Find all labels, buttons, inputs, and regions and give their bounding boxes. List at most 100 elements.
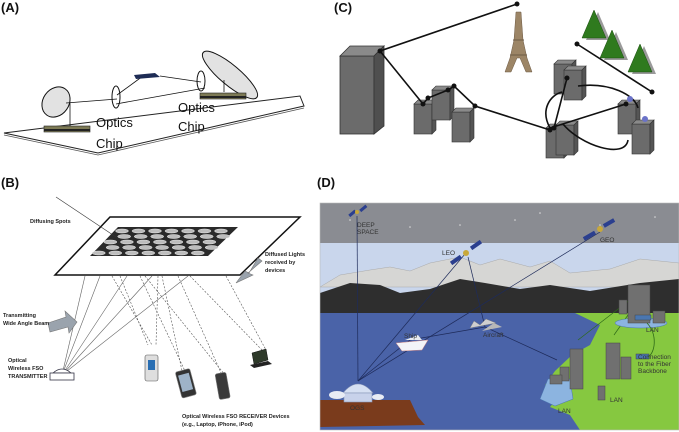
clouds xyxy=(320,256,679,288)
eiffel-tower-icon xyxy=(504,11,533,73)
fiber-line1: Connection xyxy=(638,354,671,361)
building xyxy=(431,85,455,121)
diffusing-spot xyxy=(122,245,136,250)
building xyxy=(555,120,579,156)
fiber-line3: Backbone xyxy=(638,368,667,375)
diffusing-spot xyxy=(197,228,212,234)
diffusing-spot xyxy=(214,228,228,234)
leo-label: LEO xyxy=(442,250,455,257)
transmitter-line2: Wireless FSO xyxy=(8,366,44,372)
fiber-line2: to the Fiber xyxy=(638,361,672,368)
satellite-geo-icon xyxy=(582,218,616,241)
diffusing-spot xyxy=(153,239,167,245)
transmitting-beam-line2: Wide Angle Beam xyxy=(3,321,49,327)
chip-left-line2: Chip xyxy=(96,136,123,151)
diffused-lights-line3: devices xyxy=(265,268,285,274)
diffusing-spot xyxy=(155,245,169,250)
satellite-deep-space-icon xyxy=(348,204,368,218)
diffusing-spot xyxy=(120,239,134,245)
link-nodes xyxy=(377,1,655,133)
board-plane xyxy=(3,95,305,154)
urban-fso-network-diagram xyxy=(339,1,656,159)
diffusing-spot xyxy=(136,239,151,245)
lan-bottom-label: LAN xyxy=(610,397,623,404)
diffusing-spot xyxy=(181,228,195,234)
diffusing-spot xyxy=(125,250,139,256)
diffusing-spot xyxy=(191,250,205,256)
diffusing-spot xyxy=(188,245,202,250)
prism xyxy=(134,73,160,79)
flip-phone-icon xyxy=(215,372,231,400)
chip-right-line1: Optics xyxy=(178,100,215,115)
diffusing-spot xyxy=(183,234,197,239)
ipod-icon xyxy=(144,354,159,382)
laptop-icon xyxy=(250,348,272,368)
building xyxy=(451,107,475,143)
transmit-arrow-icon xyxy=(47,310,78,334)
diffusing-spot xyxy=(164,228,179,234)
diffusing-spot xyxy=(186,239,200,245)
city-buildings xyxy=(539,284,668,407)
diffusing-spot xyxy=(174,250,189,256)
transmitter-icon xyxy=(49,368,75,381)
panel-d-label: (D) xyxy=(317,175,336,190)
diffusing-spot xyxy=(115,228,129,234)
ground-station-icon xyxy=(329,383,384,403)
diffusing-spot xyxy=(166,234,181,239)
mirror-left xyxy=(41,86,71,118)
aircraft-label: Aircraft xyxy=(483,332,504,339)
building xyxy=(563,65,587,101)
transmitter-line1: Optical xyxy=(8,358,27,364)
deep-space-line1: DEEP xyxy=(357,222,375,229)
diffusing-spot xyxy=(108,250,123,256)
diffusing-spot xyxy=(171,245,186,250)
diffusing-spots-label: Diffusing Spots xyxy=(30,219,71,225)
fso-communication-scenario: DEEP SPACE LEO GEO Ship Aircraft OGS LAN… xyxy=(319,202,679,431)
ship-icon xyxy=(395,335,429,352)
receivers-line1: Optical Wireless FSO RECEIVER Devices xyxy=(182,414,290,420)
trees-icon xyxy=(581,9,656,74)
transmitting-beam-line1: Transmitting xyxy=(3,313,36,319)
space-region xyxy=(320,203,679,243)
satellite-leo-icon xyxy=(449,239,483,266)
lan-top-label: LAN xyxy=(646,327,659,334)
mirror-right xyxy=(201,50,259,100)
panel-a: (A) Optics Chip Optics Chip xyxy=(0,0,310,170)
diffusing-spot xyxy=(169,239,184,245)
diffused-lights-line1: Diffused Lights xyxy=(265,252,305,258)
diffused-lights-line2: received by xyxy=(265,260,296,266)
diffusing-spot xyxy=(202,239,217,245)
diffusing-spot xyxy=(133,234,148,239)
lan-mid-label: LAN xyxy=(558,408,571,415)
chip-right-line2: Chip xyxy=(178,119,205,134)
diffusing-spot xyxy=(138,245,153,250)
building xyxy=(631,119,655,155)
diffusing-spot xyxy=(141,250,156,256)
optical-links xyxy=(356,215,601,382)
diffusing-spot xyxy=(148,228,162,234)
chip-left-line1: Optics xyxy=(96,115,133,130)
tall-building xyxy=(339,45,385,135)
diffusing-spot xyxy=(117,234,131,239)
panel-b: (B) xyxy=(0,175,310,432)
diffused-arrow-icon xyxy=(235,257,263,284)
diffusing-spot xyxy=(216,234,230,239)
diffusing-spot xyxy=(199,234,214,239)
diffusing-spot xyxy=(103,239,118,245)
diffusing-spot xyxy=(92,250,106,256)
diffusing-spots xyxy=(92,228,230,256)
diffusing-spot xyxy=(158,250,172,256)
ogs-label: OGS xyxy=(350,405,365,412)
diffusing-spot xyxy=(131,228,146,234)
lens-left xyxy=(111,85,121,109)
deep-space-line2: SPACE xyxy=(357,229,379,236)
receivers-line2: (e.g., Laptop, iPhone, iPod) xyxy=(182,422,253,428)
soil-region xyxy=(320,400,425,427)
ship-label: Ship xyxy=(404,333,417,340)
mountains xyxy=(320,279,679,313)
transmitter-line3: TRANSMITTER xyxy=(8,374,47,380)
transmit-beams xyxy=(61,275,189,376)
iphone-icon xyxy=(175,368,197,399)
diffused-beams xyxy=(111,275,267,376)
aircraft-icon xyxy=(469,318,502,331)
